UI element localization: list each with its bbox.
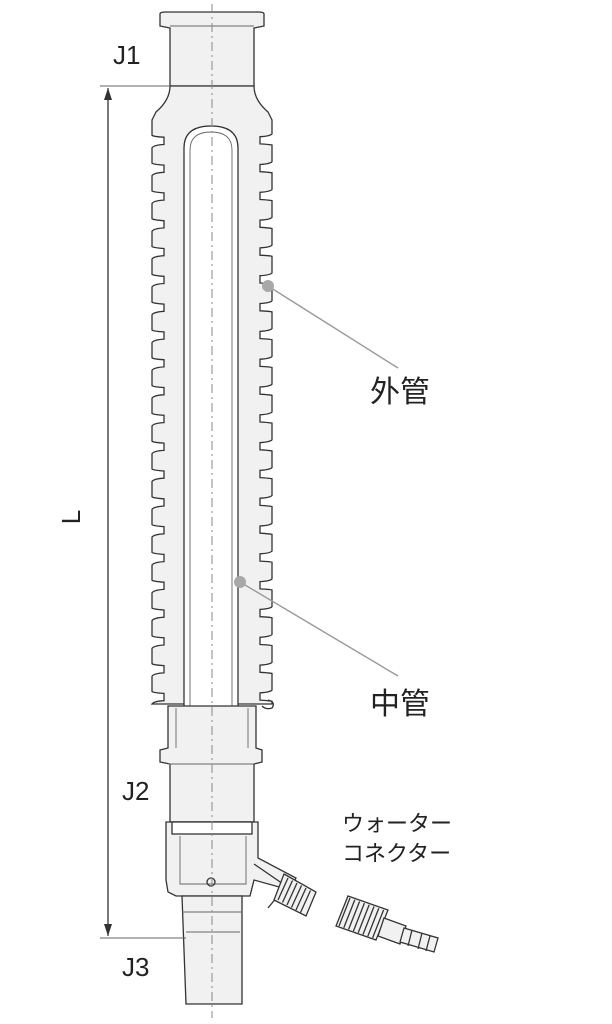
threaded-end [273, 873, 317, 917]
thread-line [295, 887, 307, 911]
cap-rib-line [362, 906, 375, 935]
cap-rib-line [357, 904, 370, 934]
thread-line [286, 882, 298, 906]
cap-rib-line [367, 907, 380, 937]
thread-line [281, 880, 294, 903]
label-water-connector-line1: ウォーター [342, 812, 453, 837]
cap-rib-line [347, 901, 361, 930]
leader-inner-tube [234, 576, 399, 677]
cap-rib-line [371, 909, 385, 939]
label-outer-tube: 外管 [370, 375, 430, 410]
label-j1: J1 [113, 40, 141, 70]
thread-line [290, 885, 303, 908]
cap-rib-line [343, 899, 356, 928]
cap-rib-line [352, 902, 366, 932]
label-j3: J3 [122, 952, 150, 982]
leader-outer-tube [262, 280, 399, 369]
lower-joint-j2 [159, 699, 274, 823]
inner-tube [183, 125, 239, 720]
label-inner-tube: 中管 [370, 687, 430, 722]
thread-line [299, 890, 312, 913]
dimension-l [100, 85, 186, 939]
thread-line [277, 877, 289, 901]
distilling-adapter [165, 821, 297, 909]
label-j2: J2 [122, 776, 150, 806]
label-l: L [56, 509, 87, 525]
label-water-connector: ウォーター コネクター [342, 810, 452, 870]
label-water-connector-line2: コネクター [342, 842, 452, 867]
water-connector [335, 895, 439, 953]
cap-rib-line [338, 897, 351, 927]
